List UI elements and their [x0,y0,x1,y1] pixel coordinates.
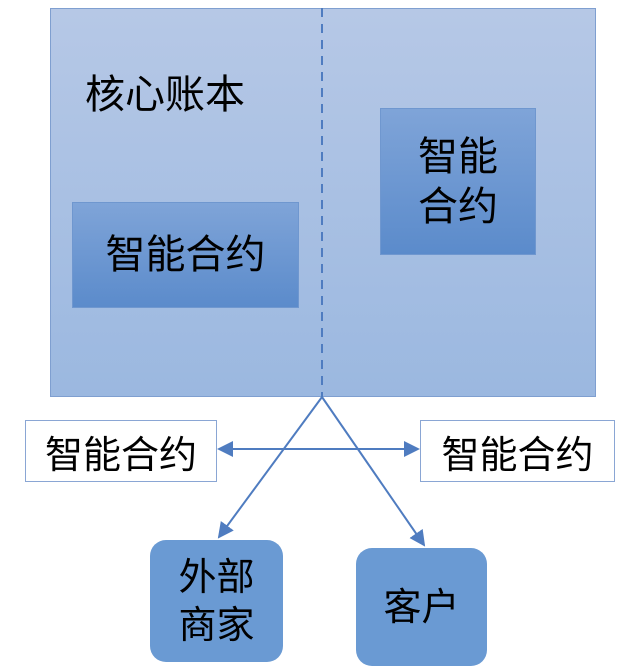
smart-contract-label-line1: 智能 [418,133,498,180]
smart-contract-label: 智能合约 [105,232,266,278]
arrow-to-merchant [217,396,323,539]
core-ledger-title: 核心账本 [85,72,245,118]
customer-box: 客户 [356,548,487,666]
customer-label: 客户 [383,585,460,629]
smart-contract-label-line2: 合约 [418,183,498,230]
smart-contract-right-inner: 智能合约 [380,108,536,255]
merchant-label-line1: 外部 [178,555,255,599]
arrow-to-customer [321,396,426,547]
merchant-label-line2: 商家 [178,603,255,647]
smart-contract-external-left: 智能合约 [25,420,217,482]
smart-contract-label: 智能合约 [441,432,594,477]
external-merchant-box: 外部商家 [150,540,283,662]
smart-contract-label: 智能合约 [44,432,197,477]
smart-contract-external-right: 智能合约 [420,420,615,482]
smart-contract-left-inner: 智能合约 [72,202,299,308]
